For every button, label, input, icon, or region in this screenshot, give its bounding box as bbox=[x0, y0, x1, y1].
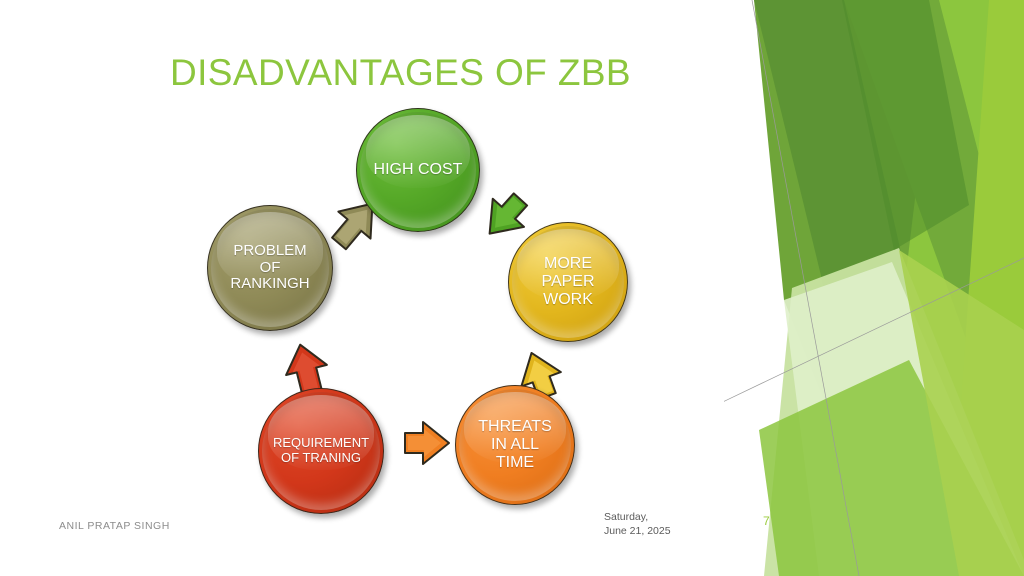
footer-date-line2: June 21, 2025 bbox=[604, 524, 671, 537]
cycle-node-high-cost[interactable]: HIGH COST bbox=[356, 108, 480, 232]
cycle-node-label: THREATS IN ALL TIME bbox=[478, 418, 552, 471]
cycle-node-requirement-of-traning[interactable]: REQUIREMENT OF TRANING bbox=[258, 388, 384, 514]
page-title: DISADVANTAGES OF ZBB bbox=[170, 52, 631, 93]
footer-date: Saturday, June 21, 2025 bbox=[604, 510, 671, 538]
cycle-node-label: REQUIREMENT OF TRANING bbox=[272, 435, 370, 465]
slide-number: 7 bbox=[763, 514, 770, 528]
cycle-node-problem-of-rankingh[interactable]: PROBLEM OF RANKINGH bbox=[207, 205, 333, 331]
footer-date-line1: Saturday, bbox=[604, 510, 649, 523]
cycle-node-threats-in-all-time[interactable]: THREATS IN ALL TIME bbox=[455, 385, 575, 505]
arrow-orange bbox=[404, 421, 450, 465]
arrow-olive bbox=[331, 202, 374, 251]
arrow-green bbox=[488, 192, 529, 235]
arrow-red bbox=[285, 343, 328, 397]
cycle-node-label: PROBLEM OF RANKINGH bbox=[230, 241, 310, 293]
footer-author: ANIL PRATAP SINGH bbox=[59, 520, 170, 532]
cycle-node-label: MORE PAPER WORK bbox=[541, 255, 595, 308]
cycle-node-label: HIGH COST bbox=[373, 161, 463, 179]
cycle-node-more-paper-work[interactable]: MORE PAPER WORK bbox=[508, 222, 628, 342]
